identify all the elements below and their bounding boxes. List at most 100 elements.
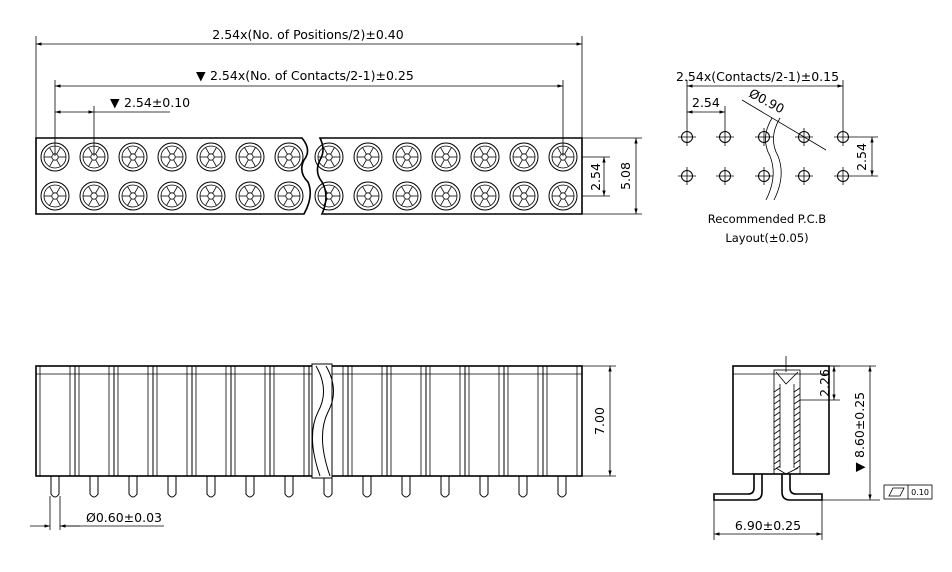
- contact-socket: [353, 142, 383, 172]
- hatch-line: [793, 417, 801, 423]
- hatch-line: [773, 423, 781, 429]
- pin-dim-label: Ø0.60±0.03: [86, 510, 162, 525]
- front-height-label: 7.00: [592, 407, 607, 435]
- hatch-line: [773, 435, 781, 441]
- contact-socket: [274, 142, 304, 172]
- hatch-line: [793, 411, 801, 417]
- side-height-marker: ▼: [852, 462, 867, 472]
- hatch-line: [773, 447, 781, 453]
- contact-socket: [235, 142, 265, 172]
- pcb-row-label: 2.54: [854, 143, 869, 171]
- contact-socket: [509, 142, 539, 172]
- contact-socket: [118, 181, 148, 211]
- contact-socket: [314, 181, 344, 211]
- contact-socket: [509, 181, 539, 211]
- contact-socket: [40, 181, 70, 211]
- contact-socket: [274, 181, 304, 211]
- hatch-line: [793, 459, 801, 465]
- pcb-hole: [834, 128, 852, 146]
- contact-cell: [78, 366, 110, 498]
- pcb-layout: 2.54x(Contacts/2-1)±0.15 2.54 Ø0.90 2.54…: [676, 69, 878, 245]
- hatch-line: [773, 387, 781, 393]
- side-height-label: 8.60±0.25: [852, 392, 867, 458]
- contact-socket: [79, 181, 109, 211]
- pcb-hole-label: Ø0.90: [747, 85, 787, 116]
- hatch-line: [793, 423, 801, 429]
- contact-socket: [314, 142, 344, 172]
- contact-cell: [468, 366, 500, 498]
- contact-cell: [429, 366, 461, 498]
- contact-socket: [196, 181, 226, 211]
- contact-cell: [39, 366, 71, 498]
- contact-cell: [390, 366, 422, 498]
- pcb-hole: [716, 128, 734, 146]
- pcb-caption-line1: Recommended P.C.B: [708, 212, 826, 226]
- hatch-line: [773, 459, 781, 465]
- contact-socket: [392, 181, 422, 211]
- contact-socket: [470, 142, 500, 172]
- hatch-line: [793, 447, 801, 453]
- contact-socket: [157, 181, 187, 211]
- contact-cell: [117, 366, 149, 498]
- pcb-hole: [834, 167, 852, 185]
- contact-socket: [157, 142, 187, 172]
- pcb-hole: [795, 167, 813, 185]
- pcb-caption-line2: Layout(±0.05): [725, 231, 808, 245]
- contact-socket: [431, 142, 461, 172]
- contacts-dim-label: 2.54x(No. of Contacts/2-1)±0.25: [210, 68, 414, 83]
- hatch-line: [793, 393, 801, 399]
- hatch-line: [793, 429, 801, 435]
- pcb-hole: [716, 167, 734, 185]
- contact-cell: [546, 366, 578, 498]
- pcb-pitch-label: 2.54: [692, 95, 720, 110]
- contact-cell: [273, 366, 305, 498]
- side-view: 2.26 ▼ 8.60±0.25 0.10 6.90±0.25: [713, 356, 933, 540]
- hatch-line: [773, 405, 781, 411]
- contacts-dim-marker: ▼: [196, 68, 206, 83]
- hatch-line: [773, 411, 781, 417]
- hatch-line: [773, 453, 781, 459]
- contact-cell: [156, 366, 188, 498]
- hatch-line: [773, 441, 781, 447]
- pcb-hole: [678, 128, 696, 146]
- hatch-line: [793, 435, 801, 441]
- hatch-line: [793, 453, 801, 459]
- height-dim-label: 5.08: [618, 162, 633, 190]
- contact-cell: [351, 366, 383, 498]
- hatch-line: [793, 387, 801, 393]
- pitch-dim-label: 2.54±0.10: [124, 95, 190, 110]
- contact-socket: [118, 142, 148, 172]
- hatch-line: [793, 441, 801, 447]
- hatch-line: [773, 399, 781, 405]
- hatch-line: [773, 393, 781, 399]
- depth-dim-label: 2.26: [817, 369, 832, 397]
- top-view: 2.54x(No. of Positions/2)±0.40 ▼ 2.54x(N…: [35, 27, 642, 215]
- contact-socket: [353, 181, 383, 211]
- contact-socket: [235, 181, 265, 211]
- contact-socket: [548, 181, 578, 211]
- contact-cell: [195, 366, 227, 498]
- front-view: 7.00 Ø0.60±0.03: [30, 363, 616, 530]
- flatness-value: 0.10: [911, 488, 929, 497]
- contact-socket: [431, 181, 461, 211]
- pitch-dim-marker: ▼: [110, 95, 120, 110]
- hatch-line: [793, 465, 801, 471]
- width-dim-label: 6.90±0.25: [735, 518, 801, 533]
- row-pitch-label: 2.54: [588, 163, 603, 191]
- contact-cell: [507, 366, 539, 498]
- hatch-line: [793, 405, 801, 411]
- pcb-hole: [755, 128, 773, 146]
- hatch-line: [773, 429, 781, 435]
- pcb-hole: [755, 167, 773, 185]
- hatch-line: [773, 465, 781, 471]
- pcb-hole: [678, 167, 696, 185]
- pcb-span-label: 2.54x(Contacts/2-1)±0.15: [676, 69, 839, 84]
- contact-socket: [392, 142, 422, 172]
- contact-socket: [470, 181, 500, 211]
- overall-dim-label: 2.54x(No. of Positions/2)±0.40: [212, 27, 403, 42]
- hatch-line: [773, 417, 781, 423]
- contact-cell: [234, 366, 266, 498]
- hatch-line: [793, 399, 801, 405]
- contact-socket: [196, 142, 226, 172]
